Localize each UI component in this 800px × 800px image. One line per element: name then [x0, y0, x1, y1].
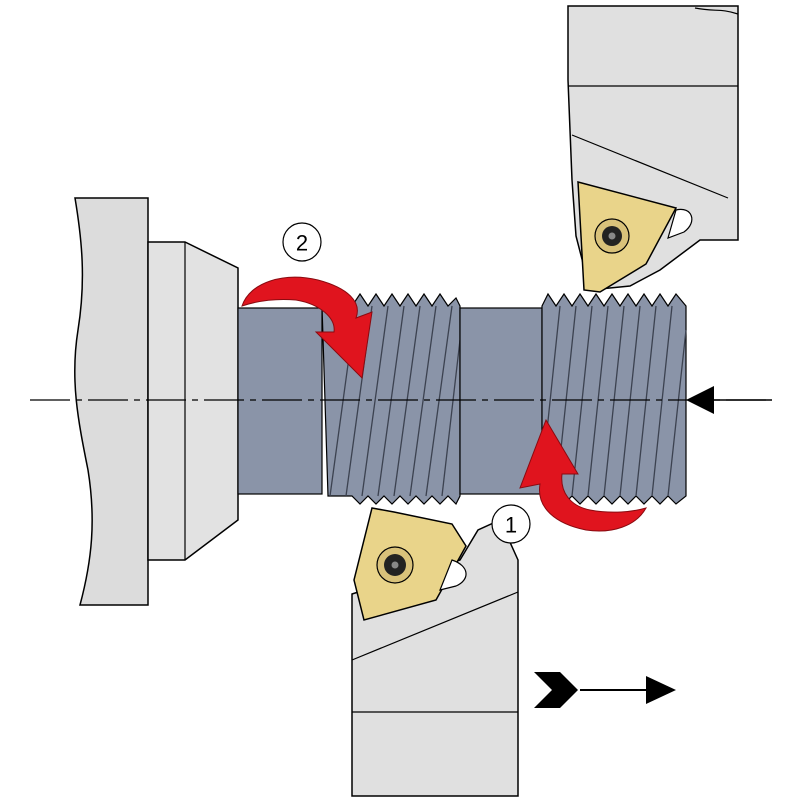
insert-lower [353, 507, 467, 621]
infeed-arrow [686, 386, 772, 414]
thread-section-right [541, 292, 687, 505]
step-label-1: 1 [491, 504, 531, 544]
chuck-body [147, 241, 239, 561]
chuck-jaw [74, 197, 149, 606]
insert-upper [577, 181, 693, 293]
workpiece-relief [459, 307, 543, 495]
rotation-arrow-2 [241, 276, 373, 380]
feed-direction-arrow [534, 672, 676, 708]
step-label-1-text: 1 [505, 513, 517, 538]
step-label-2: 2 [282, 222, 322, 262]
workpiece-shank [237, 307, 323, 495]
step-label-2-text: 2 [296, 231, 308, 256]
rotation-arrow-1 [519, 418, 648, 532]
